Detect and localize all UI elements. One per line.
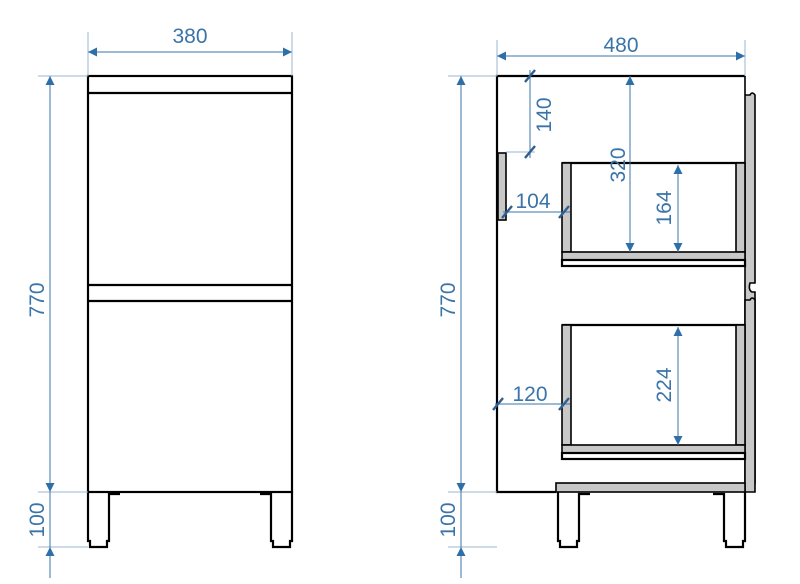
handle-offset-dimension-label: 140 xyxy=(533,97,556,132)
upper-drawer-top-dimension-label: 320 xyxy=(607,147,630,182)
leg-dimension-label: 100 xyxy=(26,502,49,537)
upper-drawer-setback-dimension-label: 104 xyxy=(515,190,550,213)
plinth xyxy=(555,482,746,493)
dimension-tick xyxy=(524,145,536,159)
dimension-tick xyxy=(492,397,504,411)
upper-drawer-height-dimension-label: 164 xyxy=(653,190,676,225)
lower-drawer-height-dimension-label: 224 xyxy=(653,367,676,402)
drawer-runner xyxy=(560,258,747,268)
front-leg-left xyxy=(86,492,120,549)
lower-drawer-setback-dimension-label: 120 xyxy=(512,383,547,406)
drawer-front-side xyxy=(561,324,572,446)
dimension-tick xyxy=(558,397,570,411)
drawer-runner xyxy=(560,451,747,461)
back-panel-lower xyxy=(744,297,756,493)
side-view: 480 770 100 140 320 164 104 120 xyxy=(437,34,756,578)
dimension-tick xyxy=(524,69,536,83)
drawer-back-side xyxy=(735,324,746,446)
side-leg-front xyxy=(556,492,590,549)
side-leg-back xyxy=(713,492,747,549)
door-handle xyxy=(497,152,507,221)
side-height-dimension-label: 770 xyxy=(437,282,460,317)
dimension-tick xyxy=(501,205,513,219)
drawer-bottom xyxy=(561,444,746,454)
drawer-bottom xyxy=(561,251,746,261)
side-leg-dimension-label: 100 xyxy=(437,502,460,537)
drawer-back-side xyxy=(735,162,746,253)
front-leg-right xyxy=(260,492,294,549)
depth-dimension-label: 480 xyxy=(603,34,638,57)
front-view: 380 770 100 xyxy=(26,25,294,578)
dimension-tick xyxy=(558,205,570,219)
lower-drawer xyxy=(560,323,747,461)
height-dimension-label: 770 xyxy=(26,282,49,317)
side-body xyxy=(495,74,745,494)
width-dimension-label: 380 xyxy=(172,25,207,48)
